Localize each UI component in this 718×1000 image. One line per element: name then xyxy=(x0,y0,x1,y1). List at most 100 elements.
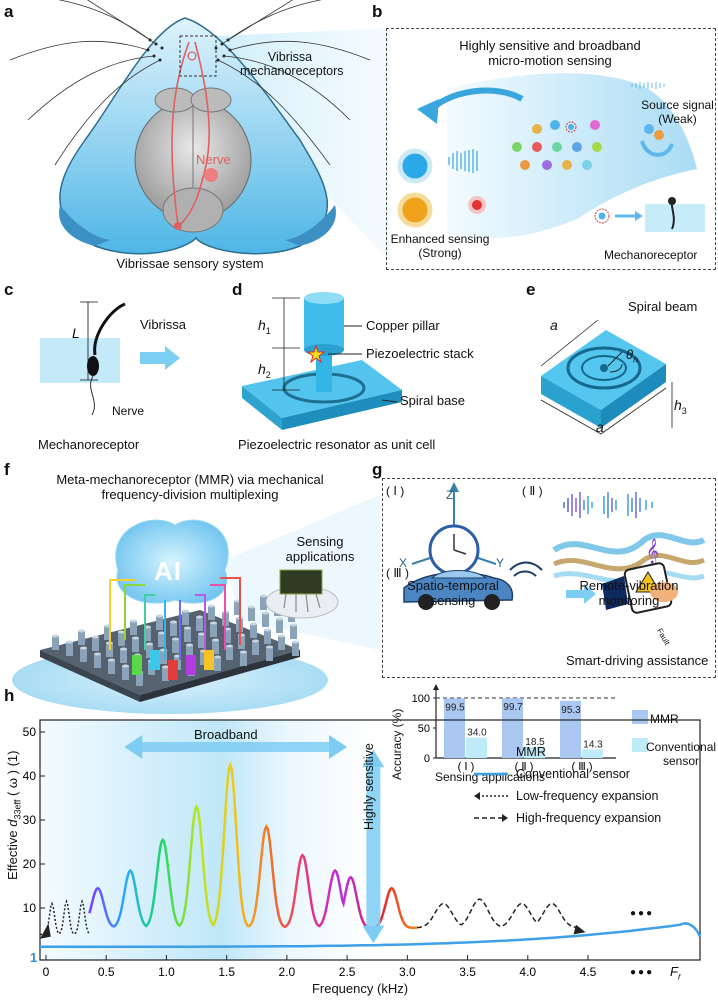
pillar xyxy=(226,646,233,660)
pillar-top xyxy=(122,664,129,668)
pillar xyxy=(156,616,163,630)
pillar xyxy=(196,617,203,631)
legend-high-label: High-frequency expansion xyxy=(516,811,662,825)
pillar xyxy=(92,637,99,651)
pillar-top xyxy=(120,647,127,651)
pillar xyxy=(264,630,271,644)
pillar-top xyxy=(250,622,257,626)
panel-b-frame xyxy=(386,28,716,270)
pillar xyxy=(276,619,283,633)
sensitive-arrow-top xyxy=(362,749,385,768)
broadband-label: Broadband xyxy=(194,727,258,742)
y-tick-label: 10 xyxy=(23,901,37,915)
pillar-top xyxy=(276,617,283,621)
bar-y-tick-label: 0 xyxy=(424,753,430,765)
h1-var: h xyxy=(258,317,266,333)
h3-sub: 3 xyxy=(681,405,687,416)
pillar-top xyxy=(186,643,193,647)
bar-value-label: 99.5 xyxy=(445,702,465,713)
axis-y-label: Y xyxy=(496,556,505,570)
panel-g-frame xyxy=(382,478,716,678)
pillar xyxy=(52,636,59,650)
pillar-top xyxy=(146,642,153,646)
pillar xyxy=(162,667,169,681)
pillar xyxy=(260,596,267,610)
pillar xyxy=(120,649,127,663)
panel-label-g: g xyxy=(372,460,383,479)
pillar xyxy=(182,611,189,625)
pillar-top xyxy=(292,640,299,644)
pillar-top xyxy=(198,632,205,636)
pillar xyxy=(212,640,219,654)
bar-y-tick-label: 50 xyxy=(418,723,430,735)
pillar-top xyxy=(208,604,215,608)
panel-d-illustration xyxy=(242,292,402,430)
spatio-temporal-label: Spatio-temporal sensing xyxy=(407,578,499,608)
high-frequency-arrowhead xyxy=(573,924,586,935)
pillar-top xyxy=(118,630,125,634)
pillar xyxy=(186,645,193,659)
smart-driving-label: Smart-driving assistance xyxy=(566,653,709,668)
bar-category-label: ( Ⅲ ) xyxy=(571,761,592,773)
x-tick-label: 2.5 xyxy=(339,965,356,979)
pillar-top xyxy=(108,658,115,662)
pillar xyxy=(184,628,191,642)
pillar-top xyxy=(226,644,233,648)
y-baseline-label: 1 xyxy=(30,950,38,965)
chart-frame xyxy=(39,719,701,961)
pillar xyxy=(224,629,231,643)
y-tick-label: 20 xyxy=(23,857,37,871)
pillar xyxy=(172,639,179,653)
spiral-beam-label: Spiral beam xyxy=(628,299,698,314)
x-tick-label: 1.0 xyxy=(158,965,175,979)
pillar-top xyxy=(182,609,189,613)
panel-label-d: d xyxy=(232,280,243,299)
ai-label: AI xyxy=(154,556,182,586)
pillar xyxy=(118,632,125,646)
pillar xyxy=(144,627,151,641)
pillar-top xyxy=(266,645,273,649)
a-top-label: a xyxy=(550,317,558,333)
panel-label-h: h xyxy=(4,686,15,705)
g-label-ii: ( Ⅱ ) xyxy=(522,484,543,498)
y-tick-label: 50 xyxy=(23,725,37,739)
vibrissa-mechanoreceptors-label: Vibrissa mechanoreceptors xyxy=(240,50,344,78)
conventional-sensor-curve xyxy=(39,922,702,948)
pillar xyxy=(132,638,139,652)
bar-category-label: ( Ⅱ ) xyxy=(515,761,534,773)
h2-label: h2 xyxy=(258,362,271,382)
x-end-sub: r xyxy=(677,971,681,982)
pillar xyxy=(210,623,217,637)
unit-cell-caption: Piezoelectric resonator as unit cell xyxy=(238,437,436,452)
pillar-top xyxy=(94,652,101,656)
line-chart-xlabel: Frequency (kHz) xyxy=(311,981,409,996)
y-tick-label: 40 xyxy=(23,769,37,783)
legend-low-label: Low-frequency expansion xyxy=(516,789,659,803)
broadband-arrow-left xyxy=(124,735,143,759)
pillar-top xyxy=(278,634,285,638)
panel-b-title: Highly sensitive and broadband micro-mot… xyxy=(459,38,641,68)
a-bottom-label: a xyxy=(596,419,604,435)
panel-b-illustration xyxy=(397,73,705,239)
legend-conv-bar-label: Conventional sensor xyxy=(646,740,717,768)
panel-label-f: f xyxy=(4,460,10,479)
bar-value-label: 34.0 xyxy=(467,728,487,739)
broadband-arrow-body xyxy=(136,742,336,752)
mechanoreceptor-label-b: Mechanoreceptor xyxy=(604,248,698,262)
pillar xyxy=(234,601,241,615)
h1-label: h1 xyxy=(258,318,271,338)
piezo-stack-label: Piezoelectric stack xyxy=(366,346,474,361)
remote-vibration-label: Remote-vibration monitoring xyxy=(579,578,679,608)
pillar-top xyxy=(66,640,73,644)
low-frequency-curve xyxy=(40,899,90,936)
source-signal-label: Source signal (Weak) xyxy=(641,98,714,126)
axis-x-label: X xyxy=(399,556,408,570)
pillar xyxy=(278,636,285,650)
legend-mmr-line-label: MMR xyxy=(516,745,546,759)
x-tick-label: 2.0 xyxy=(279,965,296,979)
pillar-top xyxy=(92,635,99,639)
g-label-i: ( Ⅰ ) xyxy=(386,484,405,498)
ellipsis-upper: ●●● xyxy=(630,908,655,919)
enhanced-sensing-label: Enhanced sensing (Strong) xyxy=(390,232,490,260)
axis-z-label: Z xyxy=(446,488,454,502)
